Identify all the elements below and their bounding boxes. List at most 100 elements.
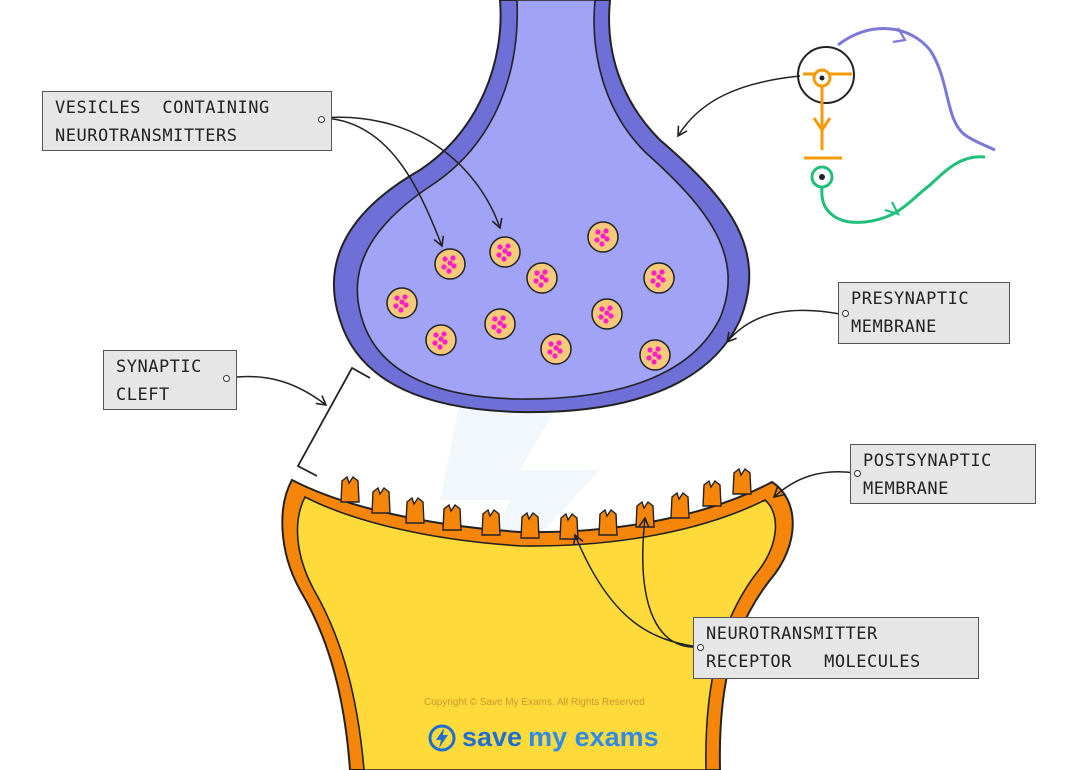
watermark-shape bbox=[440, 350, 600, 620]
neurotransmitter-dot bbox=[548, 341, 554, 347]
label-presynaptic-line-2: MEMBRANE bbox=[851, 317, 937, 337]
vesicle-group bbox=[386, 221, 675, 371]
inset-green-dot bbox=[819, 174, 825, 180]
neurotransmitter-dot bbox=[656, 274, 662, 280]
neurotransmitter-dot bbox=[647, 347, 653, 353]
arrow-inset-to-terminal bbox=[677, 75, 801, 138]
neurotransmitter-dot bbox=[506, 251, 512, 257]
neurotransmitter-dot bbox=[655, 346, 661, 352]
label-synaptic-cleft: SYNAPTIC CLEFT bbox=[103, 350, 237, 410]
neurotransmitter-dot bbox=[608, 313, 614, 319]
inset-orange-dot bbox=[819, 75, 825, 81]
neurotransmitter-dot bbox=[496, 328, 502, 334]
postsynaptic-terminal bbox=[281, 478, 794, 770]
neurotransmitter-dot bbox=[399, 299, 405, 305]
label-vesicles-line-1: VESICLES CONTAINING bbox=[55, 98, 270, 118]
receptor-molecule bbox=[670, 491, 690, 519]
neurotransmitter-dot bbox=[603, 228, 609, 234]
neurotransmitter-dot bbox=[496, 252, 502, 258]
neurotransmitter-dot bbox=[432, 340, 438, 346]
presynaptic-terminal bbox=[332, 0, 751, 414]
receptor-molecule bbox=[371, 486, 391, 514]
neurotransmitter-dot bbox=[600, 233, 606, 239]
brand-logo: save my exams bbox=[428, 722, 659, 753]
inset-green-path bbox=[820, 155, 986, 224]
bolt-icon bbox=[428, 724, 456, 751]
inset-direction-arrow-1 bbox=[892, 27, 907, 44]
neurotransmitter-dot bbox=[598, 314, 604, 320]
neurotransmitter-dot bbox=[604, 236, 610, 242]
synaptic-cleft-bracket bbox=[296, 366, 371, 477]
label-receptor-line-2: RECEPTOR MOLECULES bbox=[706, 652, 921, 672]
label-receptor-line-1: NEUROTRANSMITTER bbox=[706, 624, 878, 644]
label-postsynaptic-line-1: POSTSYNAPTIC bbox=[863, 451, 992, 471]
arrow-receptor-2 bbox=[638, 516, 699, 648]
neurotransmitter-dot bbox=[556, 340, 562, 346]
arrow-receptor-1 bbox=[573, 533, 699, 648]
neurotransmitter-dot bbox=[599, 306, 605, 312]
presynaptic-cytoplasm bbox=[356, 0, 729, 400]
neurotransmitter-dot bbox=[599, 241, 605, 247]
neurotransmitter-dot bbox=[441, 331, 447, 337]
label-presynaptic-membrane: PRESYNAPTIC MEMBRANE bbox=[838, 282, 1010, 344]
neurotransmitter-dot bbox=[595, 229, 601, 235]
label-receptor-molecules: NEUROTRANSMITTER RECEPTOR MOLECULES bbox=[693, 617, 979, 679]
neurotransmitter-dot bbox=[438, 336, 444, 342]
receptor-molecule bbox=[702, 479, 722, 507]
neurotransmitter-dot bbox=[656, 354, 662, 360]
neurotransmitter-dot bbox=[650, 278, 656, 284]
neurotransmitter-dot bbox=[441, 264, 447, 270]
neurotransmitter-dot bbox=[542, 269, 548, 275]
tag-hole bbox=[697, 644, 704, 651]
neurotransmitter-dot bbox=[497, 320, 503, 326]
tag-hole bbox=[318, 116, 325, 123]
tag-hole bbox=[854, 470, 861, 477]
arrow-vesicles-1 bbox=[321, 117, 445, 248]
neurotransmitter-dot bbox=[394, 295, 400, 301]
neurotransmitter-dot bbox=[501, 256, 507, 262]
neurotransmitter-dot bbox=[402, 294, 408, 300]
arrow-presynaptic bbox=[725, 309, 841, 344]
neurotransmitter-dot bbox=[607, 305, 613, 311]
neurotransmitter-dot bbox=[500, 315, 506, 321]
inset-neuron-diagram bbox=[797, 27, 996, 224]
neurotransmitter-dot bbox=[651, 359, 657, 365]
tag-hole bbox=[223, 375, 230, 382]
label-presynaptic-line-1: PRESYNAPTIC bbox=[851, 289, 970, 309]
inset-orange-arrowhead bbox=[812, 117, 832, 133]
neurotransmitter-dot bbox=[652, 351, 658, 357]
arrow-postsynaptic bbox=[772, 471, 857, 499]
neurotransmitter-dot bbox=[603, 318, 609, 324]
neurotransmitter-dot bbox=[437, 344, 443, 350]
neurotransmitter-dot bbox=[539, 274, 545, 280]
label-synaptic-cleft-line-2: CLEFT bbox=[116, 385, 170, 405]
neurotransmitter-dot bbox=[398, 307, 404, 313]
inset-direction-arrow-2 bbox=[884, 201, 901, 216]
receptor-molecule bbox=[405, 496, 425, 524]
neurotransmitter-dot bbox=[557, 348, 563, 354]
receptor-molecule bbox=[520, 511, 540, 539]
neurotransmitter-dot bbox=[505, 243, 511, 249]
neurotransmitter-dot bbox=[538, 282, 544, 288]
receptor-molecule bbox=[481, 508, 501, 536]
label-vesicles: VESICLES CONTAINING NEUROTRANSMITTERS bbox=[42, 91, 332, 151]
pointer-arrows bbox=[227, 75, 857, 648]
neurotransmitter-dot bbox=[533, 278, 539, 284]
neurotransmitter-dot bbox=[492, 316, 498, 322]
label-postsynaptic-line-2: MEMBRANE bbox=[863, 479, 949, 499]
neurotransmitter-dot bbox=[442, 339, 448, 345]
inset-focus-circle bbox=[797, 46, 855, 104]
arrow-synaptic-cleft bbox=[227, 375, 328, 407]
neurotransmitter-dot bbox=[501, 323, 507, 329]
neurotransmitter-dot bbox=[502, 248, 508, 254]
neurotransmitter-dot bbox=[553, 345, 559, 351]
neurotransmitter-dot bbox=[543, 277, 549, 283]
neurotransmitter-dot bbox=[552, 353, 558, 359]
neurotransmitter-dot bbox=[660, 277, 666, 283]
neurotransmitter-dot bbox=[651, 270, 657, 276]
inset-neuron-1-axon bbox=[837, 27, 996, 152]
label-vesicles-line-2: NEUROTRANSMITTERS bbox=[55, 126, 238, 146]
copyright-watermark: Copyright © Save My Exams. All Rights Re… bbox=[424, 697, 645, 708]
neurotransmitter-dot bbox=[403, 302, 409, 308]
